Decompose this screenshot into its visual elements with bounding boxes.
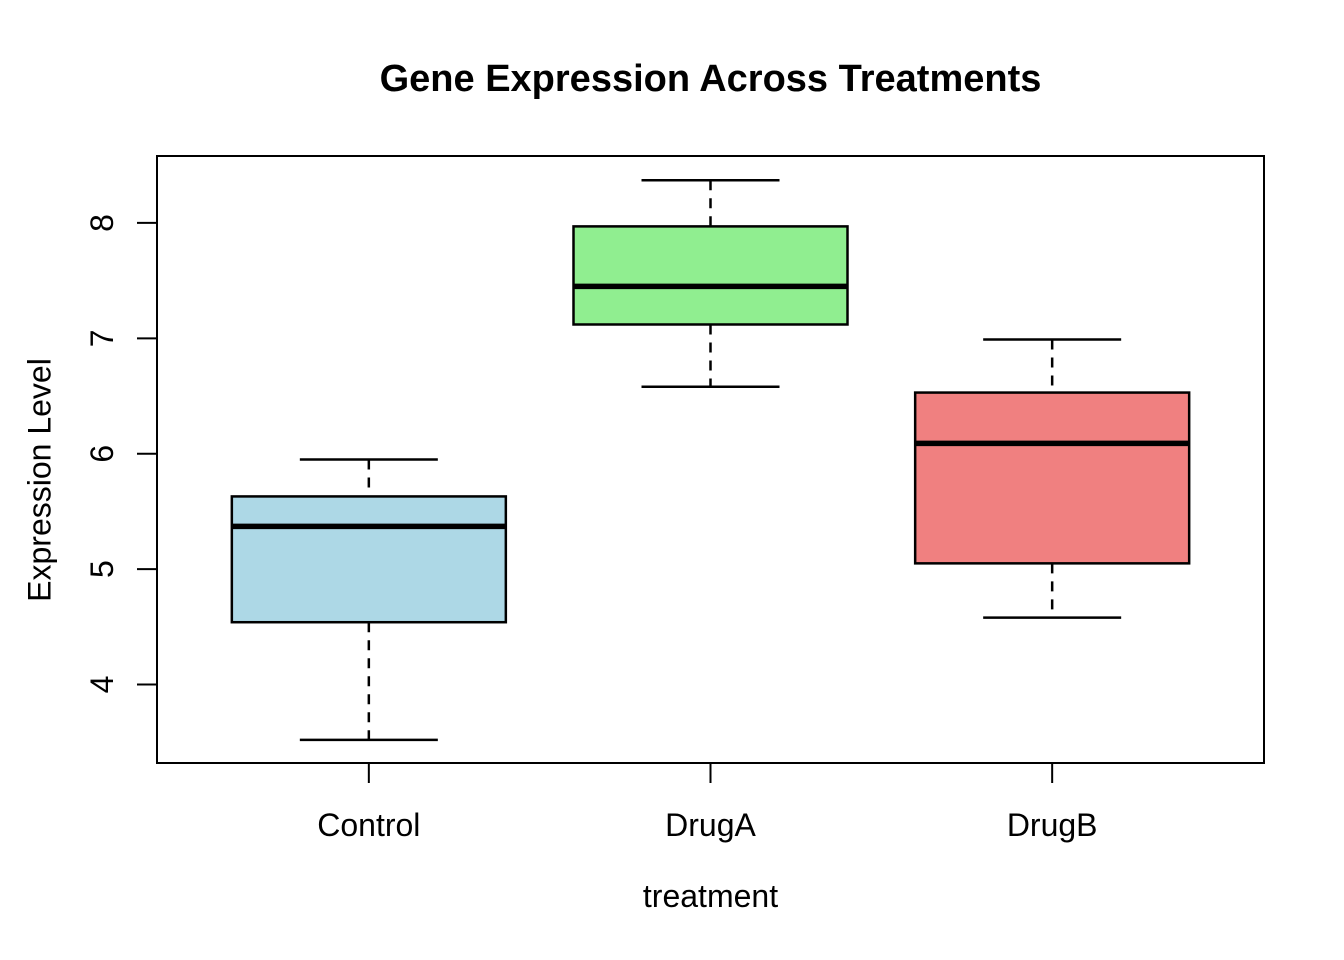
- y-tick-label-8: 8: [84, 214, 120, 232]
- y-tick-label-6: 6: [84, 445, 120, 463]
- y-tick-label-4: 4: [84, 676, 120, 694]
- box-Control: [230, 495, 508, 624]
- x-tick-label-DrugA: DrugA: [665, 807, 756, 843]
- box-DrugA: [572, 225, 849, 326]
- x-axis-title: treatment: [642, 878, 779, 914]
- box-DrugB: [913, 391, 1191, 565]
- y-tick-label-7: 7: [84, 329, 120, 347]
- chart-title: Gene Expression Across Treatments: [379, 58, 1042, 100]
- x-tick-label-DrugB: DrugB: [1007, 807, 1098, 843]
- x-tick-label-Control: Control: [317, 807, 420, 843]
- y-tick-label-5: 5: [84, 560, 120, 578]
